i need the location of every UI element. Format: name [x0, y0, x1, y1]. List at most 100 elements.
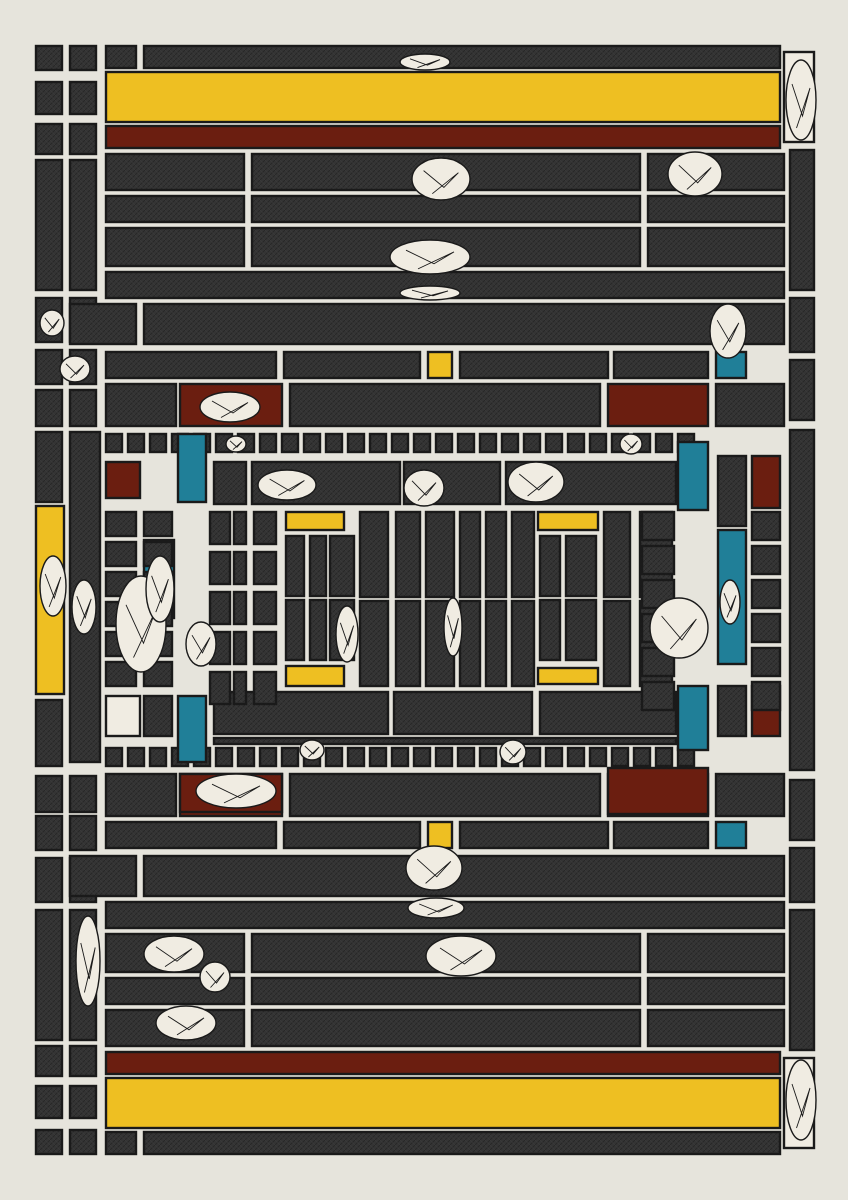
cream-blob-271 — [71, 579, 97, 635]
cream-blob-309 — [619, 433, 643, 455]
charcoal-block-90 — [104, 772, 178, 818]
charcoal-block-168 — [208, 510, 232, 546]
charcoal-block-195 — [394, 510, 422, 599]
charcoal-block-144 — [632, 746, 652, 768]
charcoal-block-10 — [68, 122, 98, 156]
charcoal-block-137 — [566, 432, 586, 454]
charcoal-block-172 — [208, 670, 232, 706]
charcoal-block-4 — [34, 80, 64, 116]
charcoal-block-32 — [788, 148, 816, 292]
blob-wire-282 — [661, 615, 697, 650]
charcoal-block-5 — [34, 1084, 64, 1120]
blob-wire-286 — [416, 858, 452, 884]
charcoal-block-3 — [68, 1128, 98, 1156]
charcoal-block-204 — [510, 599, 536, 688]
charcoal-block-108 — [236, 746, 256, 768]
yellow-block-45 — [104, 70, 782, 124]
charcoal-block-142 — [610, 746, 630, 768]
charcoal-block-76 — [458, 350, 610, 380]
charcoal-block-1 — [34, 1128, 64, 1156]
teal-block-84 — [714, 820, 748, 850]
charcoal-block-146 — [654, 746, 674, 768]
charcoal-block-14 — [68, 158, 98, 292]
charcoal-block-201 — [484, 510, 508, 599]
charcoal-block-66 — [646, 932, 786, 974]
charcoal-block-197 — [424, 510, 456, 599]
charcoal-block-72 — [142, 854, 786, 898]
charcoal-block-145 — [654, 432, 674, 454]
blob-wire-302 — [791, 83, 811, 129]
charcoal-block-63 — [646, 226, 786, 268]
charcoal-block-23 — [68, 814, 98, 852]
charcoal-block-29 — [34, 698, 64, 768]
charcoal-block-112 — [280, 746, 300, 768]
charcoal-block-92 — [288, 772, 602, 818]
charcoal-block-181 — [252, 630, 278, 666]
charcoal-block-116 — [324, 746, 344, 768]
charcoal-block-60 — [646, 976, 786, 1006]
charcoal-block-34 — [788, 296, 816, 354]
cream-blob-277 — [335, 605, 359, 663]
cream-blob-307 — [225, 435, 247, 453]
cream-blob-283 — [719, 579, 741, 625]
cream-blob-261 — [507, 461, 565, 503]
cream-blob-275 — [185, 621, 217, 667]
charcoal-block-115 — [324, 432, 344, 454]
charcoal-block-20 — [34, 348, 64, 386]
charcoal-block-135 — [544, 432, 564, 454]
charcoal-block-70 — [142, 302, 786, 346]
charcoal-block-77 — [612, 350, 710, 380]
charcoal-block-44 — [142, 1130, 782, 1156]
charcoal-block-236 — [750, 646, 782, 678]
charcoal-block-13 — [34, 908, 64, 1042]
blob-wire-262 — [518, 473, 554, 497]
cream-blob-249 — [399, 285, 461, 301]
charcoal-block-122 — [390, 746, 410, 768]
cream-blob-281 — [649, 597, 709, 659]
charcoal-block-80 — [282, 820, 422, 850]
charcoal-block-190 — [308, 598, 328, 662]
charcoal-block-131 — [500, 432, 520, 454]
charcoal-block-128 — [456, 746, 476, 768]
charcoal-block-193 — [358, 510, 390, 599]
cream-blob-243 — [411, 157, 471, 201]
cream-blob-289 — [143, 935, 205, 973]
charcoal-block-229 — [640, 544, 676, 576]
charcoal-block-207 — [564, 534, 598, 598]
blob-wire-284 — [723, 593, 737, 618]
blob-wire-278 — [339, 622, 355, 654]
cream-blob-299 — [785, 1059, 817, 1141]
charcoal-block-203 — [510, 510, 536, 599]
charcoal-block-140 — [588, 746, 608, 768]
charcoal-block-111 — [280, 432, 300, 454]
charcoal-block-83 — [612, 820, 710, 850]
charcoal-block-120 — [368, 746, 388, 768]
teal-block-154 — [676, 684, 710, 752]
cream-blob-257 — [199, 391, 261, 423]
charcoal-block-0 — [34, 44, 64, 72]
cream-block-225 — [104, 694, 142, 738]
cream-blob-305 — [299, 739, 325, 761]
charcoal-block-123 — [412, 432, 432, 454]
charcoal-block-110 — [258, 746, 278, 768]
blob-wire-308 — [229, 440, 243, 450]
cream-blob-267 — [145, 555, 175, 623]
blob-wire-292 — [439, 947, 483, 971]
charcoal-block-42 — [142, 44, 782, 70]
yellow-block-185 — [536, 510, 600, 532]
teal-block-149 — [176, 432, 208, 504]
blob-wire-260 — [269, 478, 305, 496]
yellow-block-183 — [284, 510, 346, 532]
charcoal-block-24 — [34, 388, 64, 428]
cream-blob-303 — [499, 739, 527, 765]
charcoal-block-194 — [358, 599, 390, 688]
charcoal-block-55 — [104, 194, 246, 224]
charcoal-block-8 — [34, 122, 64, 156]
charcoal-block-160 — [212, 460, 248, 506]
maroon-block-159 — [606, 766, 710, 816]
charcoal-block-119 — [368, 432, 388, 454]
charcoal-block-126 — [434, 746, 454, 768]
yellow-block-186 — [536, 666, 600, 686]
charcoal-block-12 — [34, 158, 64, 292]
